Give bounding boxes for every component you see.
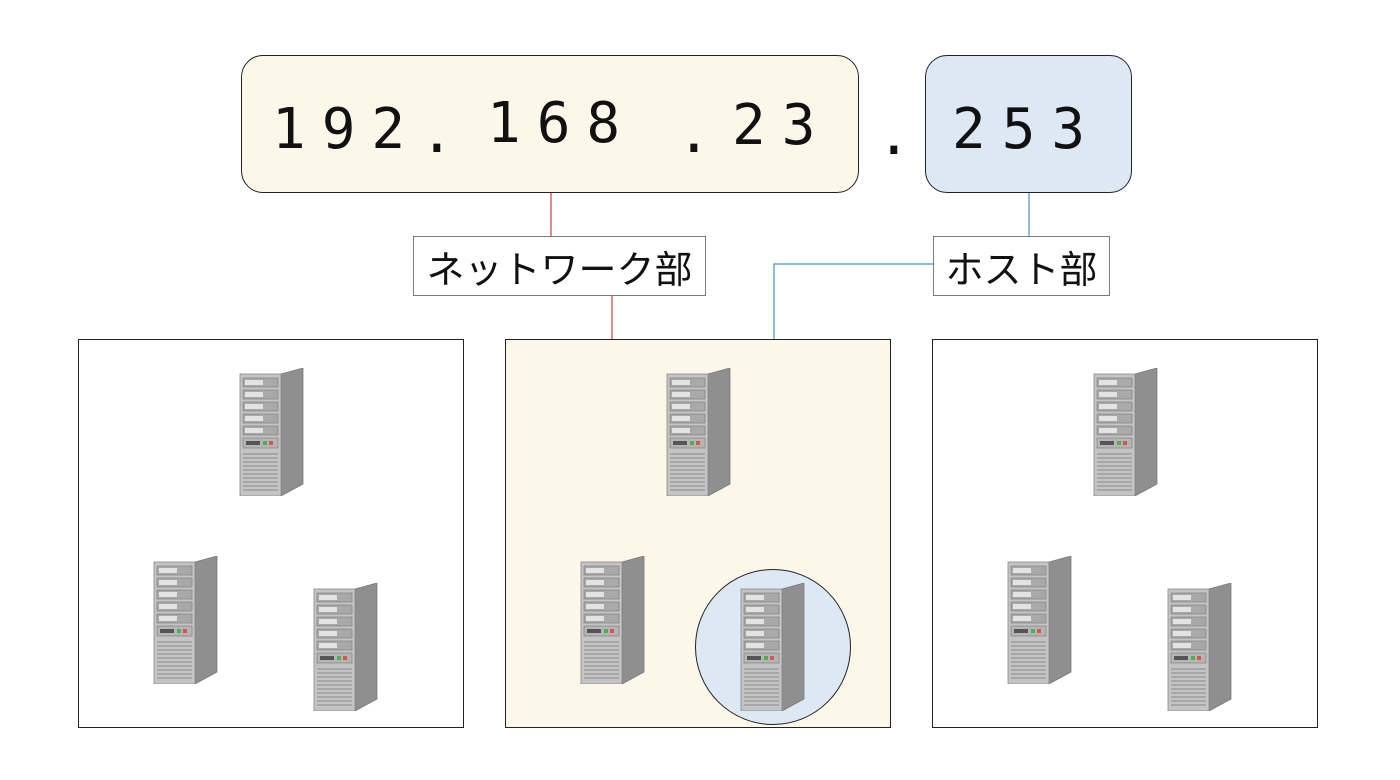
octet-1: 192: [272, 97, 422, 162]
server-icon: [153, 556, 218, 684]
host-part-box: 253: [925, 55, 1132, 193]
octet-3: 23: [732, 93, 832, 158]
server-icon: [580, 556, 645, 684]
server-icon: [313, 583, 378, 711]
octet-separator: .: [877, 103, 911, 168]
server-icon: [239, 368, 304, 496]
octet-separator: .: [420, 101, 454, 166]
network-part-label: ネットワーク部: [413, 236, 706, 296]
server-icon: [1007, 556, 1072, 684]
network-part-box: 192 . 168 . 23: [241, 55, 859, 193]
segment-middle: [505, 339, 891, 728]
server-icon: [666, 368, 731, 496]
octet-separator: .: [677, 101, 711, 166]
segment-left: [78, 339, 464, 728]
server-icon: [1093, 368, 1158, 496]
octet-2: 168: [487, 91, 637, 156]
segment-right: [932, 339, 1318, 728]
server-icon: [740, 583, 805, 711]
host-part-label: ホスト部: [933, 236, 1110, 296]
octet-4: 253: [952, 97, 1102, 162]
server-icon: [1167, 583, 1232, 711]
